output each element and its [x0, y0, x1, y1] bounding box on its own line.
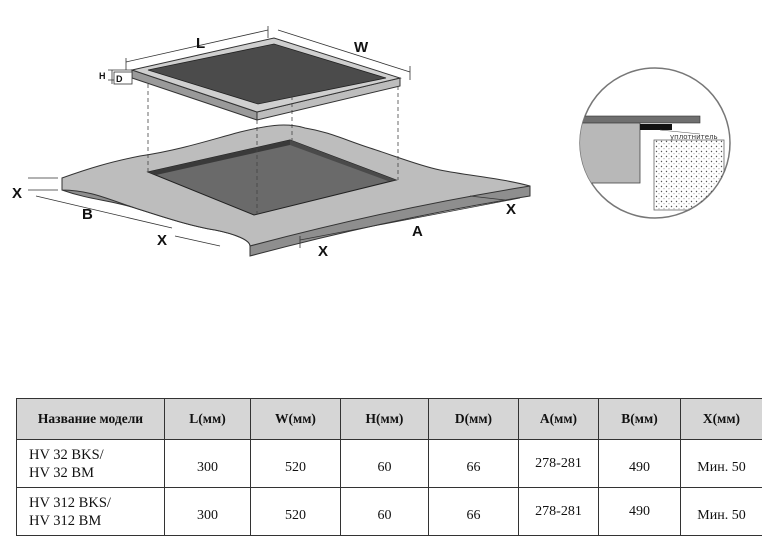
model-name-line: HV 312 BM: [29, 512, 164, 530]
dim-a-label: A: [412, 223, 423, 240]
dim-x-right-label: X: [506, 201, 516, 218]
cell-x: Мин. 50: [681, 488, 762, 536]
seal-detail-view: уплотнитель: [578, 68, 730, 218]
header-x: X(мм): [681, 399, 762, 440]
model-name-cell: HV 312 BKS/ HV 312 BM: [17, 488, 165, 536]
cell-a: 278-281: [519, 440, 599, 488]
model-name-line: HV 32 BM: [29, 464, 164, 482]
header-a: A(мм): [519, 399, 599, 440]
seal-label: уплотнитель: [670, 133, 718, 141]
cell-d: 66: [429, 488, 519, 536]
header-l: L(мм): [165, 399, 251, 440]
dim-x-front-label: X: [157, 232, 167, 249]
cell-l: 300: [165, 440, 251, 488]
countertop: [62, 125, 530, 256]
table-row: HV 32 BKS/ HV 32 BM 300 520 60 66 278-28…: [17, 440, 762, 488]
cell-a: 278-281: [519, 488, 599, 536]
header-h: H(мм): [341, 399, 429, 440]
installation-diagram: L W H D X B X X A X уплотнитель: [0, 0, 762, 390]
table-row: HV 312 BKS/ HV 312 BM 300 520 60 66 278-…: [17, 488, 762, 536]
header-model: Название модели: [17, 399, 165, 440]
dim-l-label: L: [196, 35, 205, 52]
dim-x-bottom-label: X: [318, 243, 328, 260]
dim-x-left-label: X: [12, 185, 22, 202]
model-name-line: HV 32 BKS/: [29, 446, 164, 464]
cell-w: 520: [251, 488, 341, 536]
cell-w: 520: [251, 440, 341, 488]
dim-b-label: B: [82, 206, 93, 223]
spec-table: Название модели L(мм) W(мм) H(мм) D(мм) …: [16, 398, 762, 536]
cell-d: 66: [429, 440, 519, 488]
cell-h: 60: [341, 440, 429, 488]
cell-x: Мин. 50: [681, 440, 762, 488]
cell-b: 490: [599, 488, 681, 536]
header-d: D(мм): [429, 399, 519, 440]
cell-b: 490: [599, 440, 681, 488]
dim-w-label: W: [354, 39, 369, 56]
cell-l: 300: [165, 488, 251, 536]
cell-h: 60: [341, 488, 429, 536]
header-b: B(мм): [599, 399, 681, 440]
dim-h-label: H: [99, 71, 106, 81]
header-w: W(мм): [251, 399, 341, 440]
model-name-cell: HV 32 BKS/ HV 32 BM: [17, 440, 165, 488]
dim-d-label: D: [116, 74, 123, 84]
model-name-line: HV 312 BKS/: [29, 494, 164, 512]
table-header-row: Название модели L(мм) W(мм) H(мм) D(мм) …: [17, 399, 762, 440]
